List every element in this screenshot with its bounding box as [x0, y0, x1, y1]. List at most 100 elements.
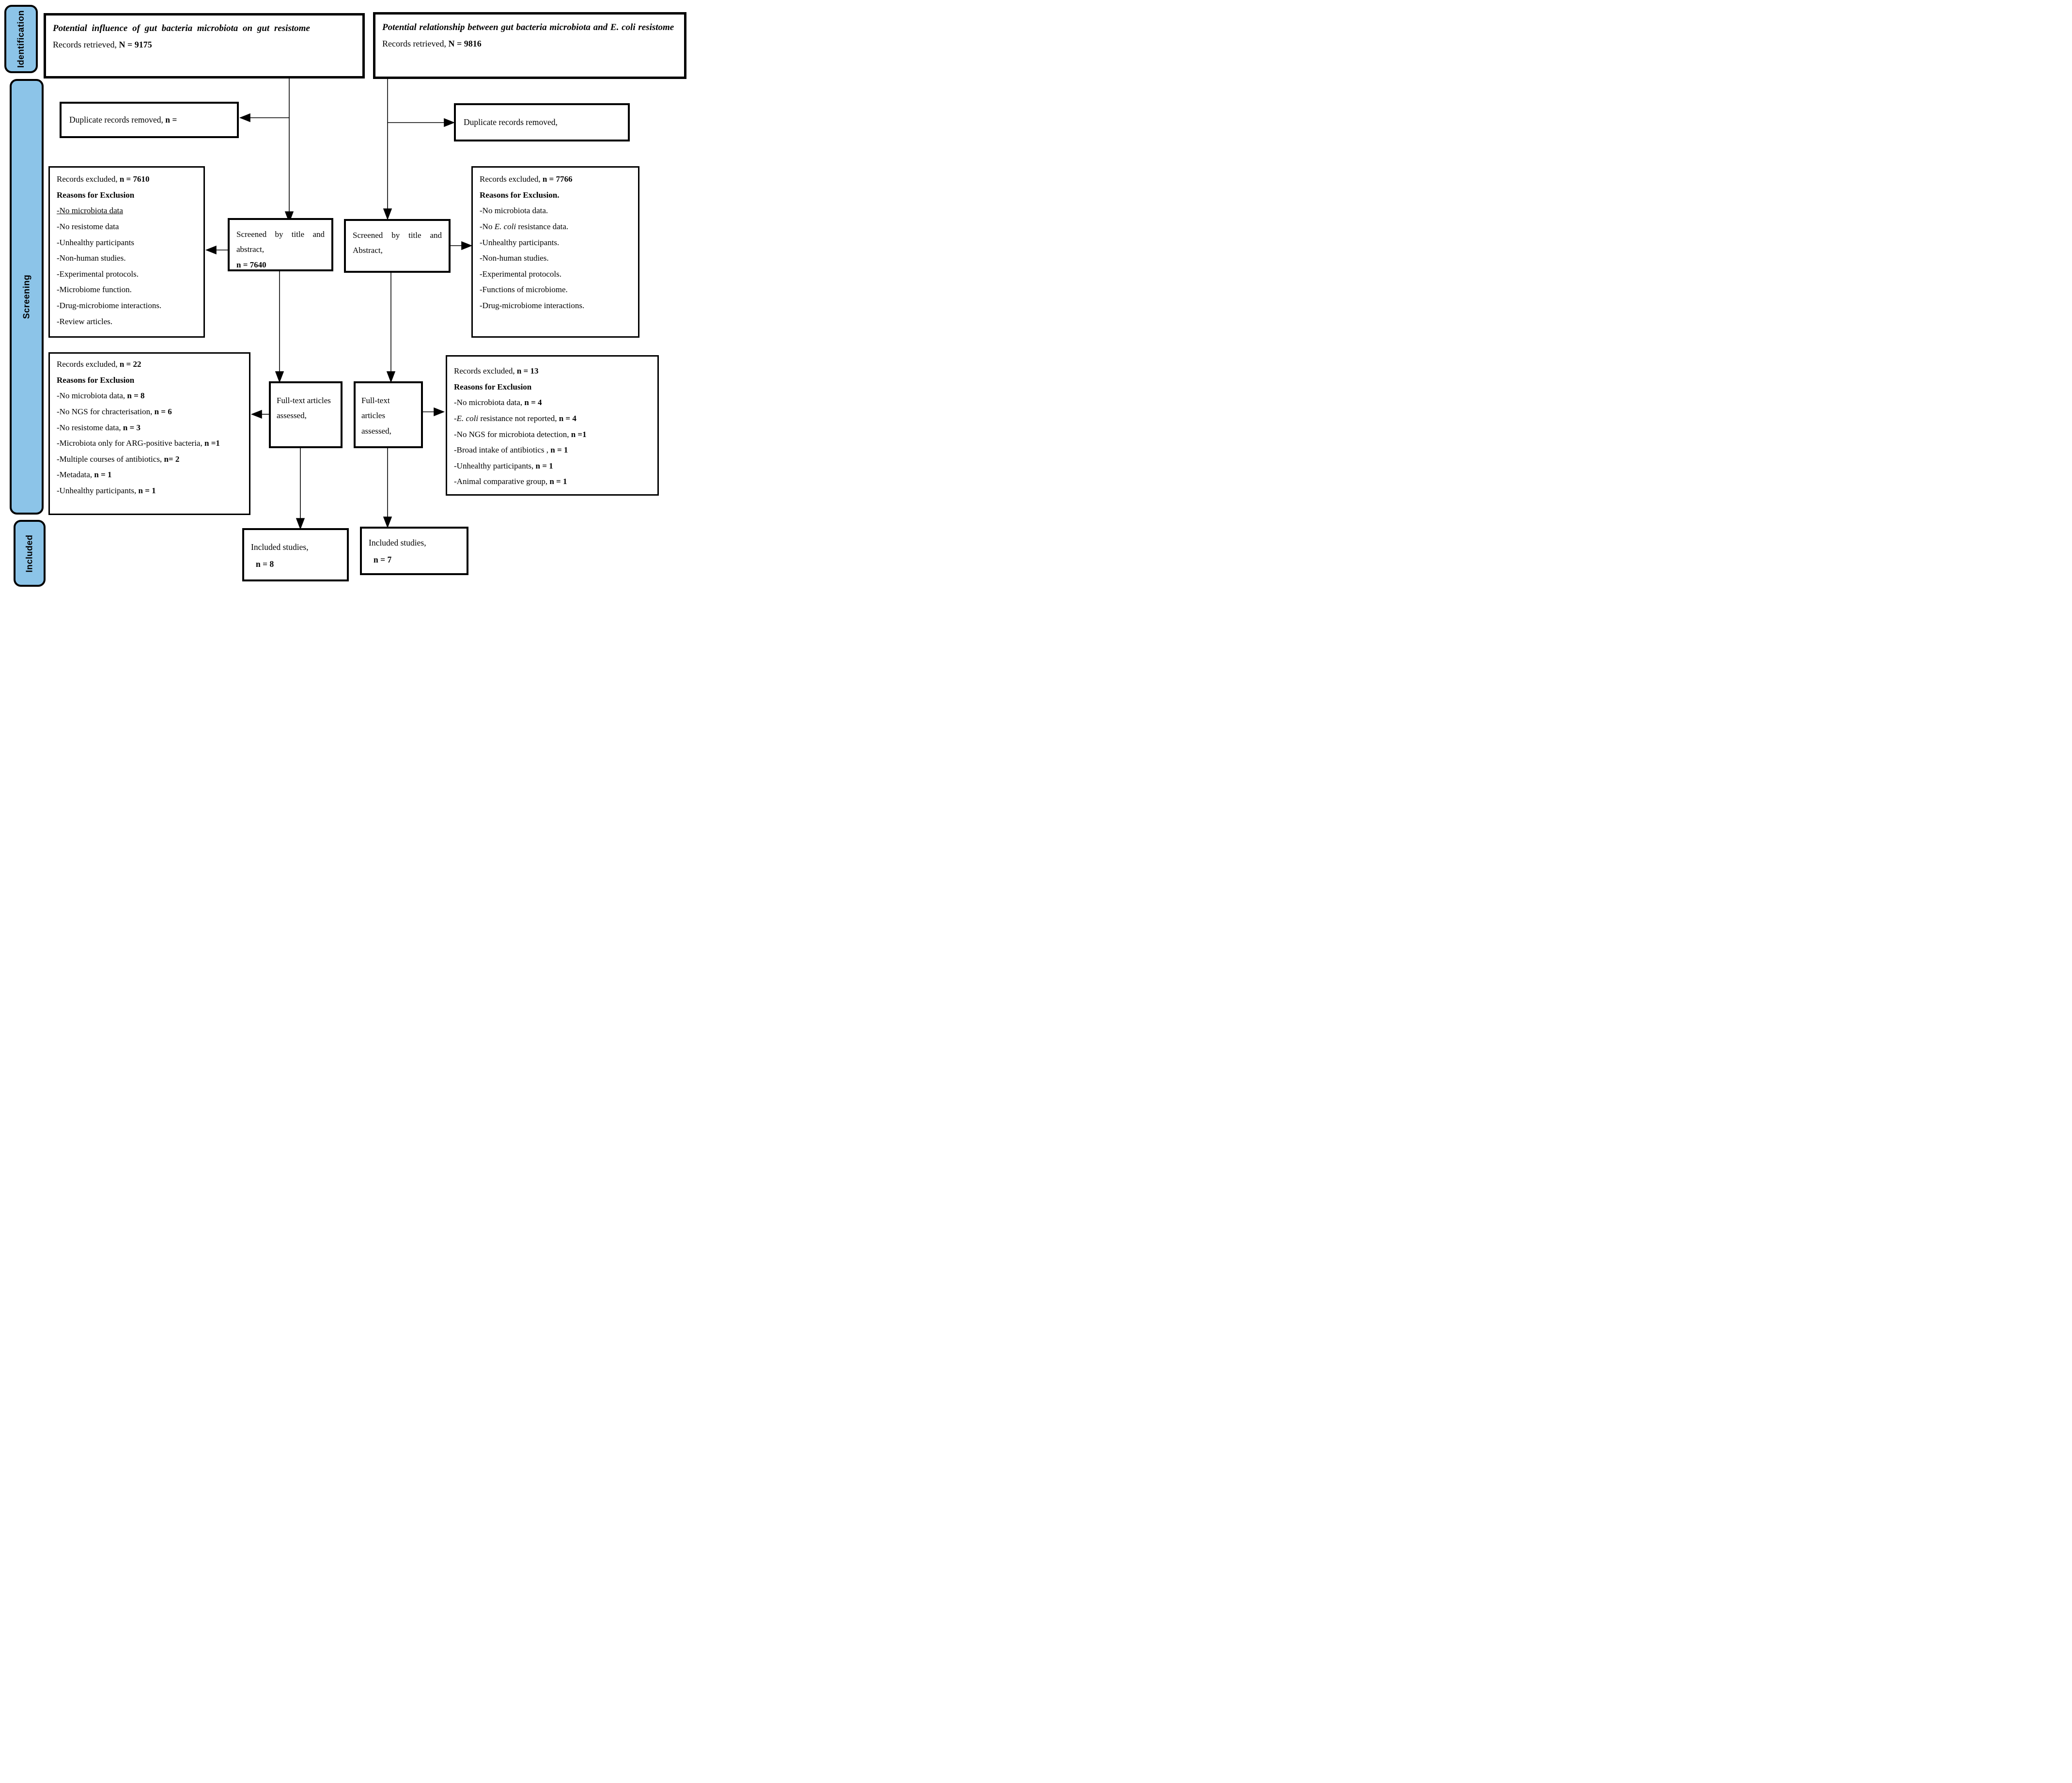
screened-box-left: Screened by title and abstract, n = 7640: [228, 218, 333, 271]
reason-item: -Multiple courses of antibiotics, n= 2: [57, 452, 242, 468]
reasons-heading: Reasons for Exclusion: [454, 382, 532, 391]
phase-label-screening: Screening: [10, 79, 44, 515]
reason-count: n = 4: [524, 398, 542, 407]
screened-right-label: Screened by title and Abstract,: [353, 231, 442, 255]
reason-text: -Unhealthy participants: [57, 237, 135, 247]
reason-italic-text: E. coli: [494, 221, 516, 231]
reason-item: -Microbiome function.: [57, 282, 197, 298]
reason-count: n = 1: [535, 461, 553, 470]
source-left-records-label: Records retrieved,: [53, 40, 119, 50]
source-right-records-label: Records retrieved,: [382, 39, 449, 49]
excluded-fulltext-box-right: Records excluded, n = 13 Reasons for Exc…: [446, 355, 659, 496]
excluded-fulltext-right-title: Records excluded, n = 13: [454, 363, 651, 379]
excluded-title-text: Records excluded,: [57, 174, 120, 184]
reason-count: n = 1: [138, 486, 156, 495]
reasons-heading: Reasons for Exclusion: [57, 190, 135, 200]
reason-item: -No microbiota data: [57, 203, 197, 219]
reason-item: -Drug-microbiome interactions.: [57, 298, 197, 314]
screened-left-count: n = 7640: [236, 260, 266, 269]
reason-count: n = 6: [154, 407, 172, 416]
source-left-title: Potential influence of gut bacteria micr…: [53, 23, 310, 33]
reason-count: n = 3: [123, 422, 141, 432]
reason-text: -Broad intake of antibiotics ,: [454, 445, 551, 455]
reason-text: -Experimental protocols.: [57, 269, 139, 279]
arrowhead-to-excluded-fulltext-right: [434, 407, 445, 417]
included-label-text: Included: [24, 534, 34, 573]
reason-text: -Functions of microbiome.: [480, 285, 568, 295]
duplicates-removed-box-right: Duplicate records removed,: [454, 103, 630, 141]
source-box-left: Potential influence of gut bacteria micr…: [44, 13, 365, 78]
source-left-records: Records retrieved, N = 9175: [53, 37, 356, 52]
reason-count: n= 2: [164, 454, 180, 464]
arrowhead-to-duplicates-right: [444, 118, 455, 127]
reason-text: -No NGS for microbiota detection,: [454, 429, 571, 439]
included-studies-box-right: Included studies, n = 7: [360, 527, 468, 575]
reason-item: -E. coli resistance not reported, n = 4: [454, 411, 651, 427]
duplicates-left-label: Duplicate records removed,: [69, 115, 166, 125]
fulltext-left-label: Full-text articles assessed,: [277, 396, 331, 421]
duplicates-left-text: Duplicate records removed, n =: [69, 115, 177, 125]
source-box-right: Potential relationship between gut bacte…: [373, 12, 686, 79]
duplicates-removed-box-left: Duplicate records removed, n =: [60, 102, 239, 138]
reason-text: -Unhealthy participants,: [57, 486, 139, 495]
reason-item: -No NGS for chracterisation, n = 6: [57, 404, 242, 420]
reason-item: -Functions of microbiome.: [480, 282, 631, 298]
reason-text: -Microbiota only for ARG-positive bacter…: [57, 438, 204, 448]
reason-text: -Experimental protocols.: [480, 269, 562, 279]
prisma-flow-diagram: Identification Screening Included Potent…: [0, 0, 691, 594]
reason-text: -Drug-microbiome interactions.: [480, 301, 585, 310]
reason-text: -Non-human studies.: [480, 253, 549, 263]
source-right-records: Records retrieved, N = 9816: [382, 36, 677, 51]
reason-count: n =1: [571, 429, 587, 439]
fulltext-right-label: Full-text articles assessed,: [361, 396, 391, 436]
reason-item: -No microbiota data.: [480, 203, 631, 219]
reason-count: n = 1: [94, 470, 112, 480]
reason-text: -Unhealthy participants,: [454, 461, 536, 470]
reasons-heading: Reasons for Exclusion.: [480, 190, 560, 200]
reason-item: -No E. coli resistance data.: [480, 219, 631, 235]
arrowhead-to-screened-left: [284, 211, 294, 223]
reason-text: resistance not reported,: [478, 413, 559, 423]
phase-label-included: Included: [14, 520, 46, 587]
excluded-screening-right-title: Records excluded, n = 7766: [480, 172, 631, 188]
reason-item: -Experimental protocols.: [57, 266, 197, 282]
reason-item: -Metadata, n = 1: [57, 467, 242, 483]
excluded-title-text: Records excluded,: [57, 360, 120, 369]
reason-count: n =1: [204, 438, 220, 448]
reason-text: -No resistome data,: [57, 422, 123, 432]
reason-text: -No microbiota data,: [57, 391, 127, 401]
excluded-screening-box-left: Records excluded, n = 7610 Reasons for E…: [48, 166, 205, 338]
reason-text: -: [454, 413, 457, 423]
source-right-title: Potential relationship between gut bacte…: [382, 22, 674, 32]
included-right-label: Included studies,: [369, 538, 426, 547]
reason-text: -Multiple courses of antibiotics,: [57, 454, 164, 464]
included-left-label: Included studies,: [251, 542, 309, 552]
arrowhead-to-included-left: [296, 518, 305, 530]
fulltext-assessed-box-left: Full-text articles assessed,: [269, 381, 343, 448]
reason-text: -Unhealthy participants.: [480, 237, 560, 247]
screening-label-text: Screening: [21, 274, 31, 319]
arrowhead-to-fulltext-right: [386, 371, 396, 383]
excluded-fulltext-left-title: Records excluded, n = 22: [57, 357, 242, 373]
included-left-count: n = 8: [256, 559, 274, 569]
reason-text: -No microbiota data: [57, 206, 123, 216]
excluded-count: n = 22: [119, 360, 141, 369]
reason-item: -Experimental protocols.: [480, 266, 631, 282]
duplicates-left-value: n =: [165, 115, 177, 125]
reason-item: -Drug-microbiome interactions.: [480, 298, 631, 314]
reason-text: -Animal comparative group,: [454, 477, 550, 486]
reason-item: -Unhealthy participants, n = 1: [454, 458, 651, 474]
arrowhead-to-excluded-fulltext-left: [250, 409, 262, 419]
reason-item: -No resistome data, n = 3: [57, 420, 242, 436]
arrowhead-to-duplicates-left: [239, 113, 250, 123]
reason-text: -Metadata,: [57, 470, 94, 480]
arrowhead-to-excluded-screening-right: [461, 241, 473, 250]
reason-item: -No microbiota data, n = 4: [454, 395, 651, 411]
reason-item: -Unhealthy participants: [57, 235, 197, 251]
reason-count: n = 8: [127, 391, 145, 401]
identification-label-text: Identification: [16, 10, 26, 68]
arrowhead-to-screened-right: [383, 208, 392, 220]
included-right-count: n = 7: [374, 555, 392, 564]
reason-text: -No microbiota data,: [454, 398, 525, 407]
reason-item: -Non-human studies.: [480, 250, 631, 266]
